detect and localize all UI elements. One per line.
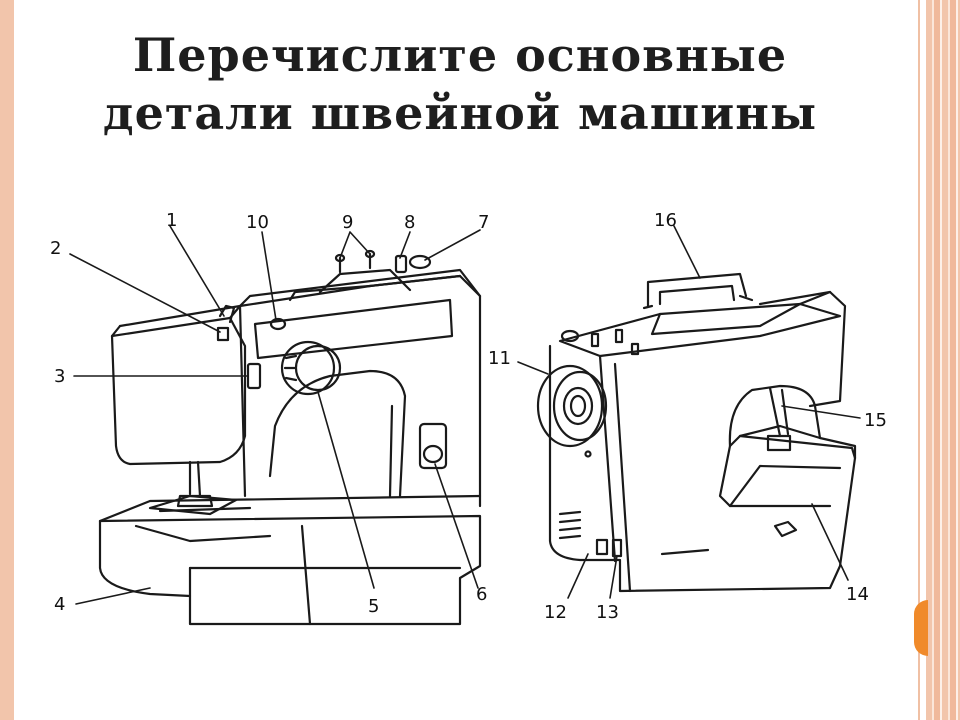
sewing-machine-illustration: 1 2 3 4 5 6 7 8 9 10 11 12 13 14 15 16 xyxy=(50,210,887,626)
callout-13: 13 xyxy=(596,602,619,623)
callout-1: 1 xyxy=(166,210,177,231)
title-line-1: Перечислите основные xyxy=(132,28,788,82)
slide-frame-right xyxy=(926,0,960,720)
slide-frame-divider xyxy=(918,0,920,720)
callout-5: 5 xyxy=(368,596,379,617)
slide-frame-left xyxy=(0,0,14,720)
rear-view-machine xyxy=(536,272,857,593)
callout-4: 4 xyxy=(54,594,65,615)
sewing-machine-diagram: 1 2 3 4 5 6 7 8 9 10 11 12 13 14 15 16 xyxy=(40,196,910,720)
callout-14: 14 xyxy=(846,584,869,605)
slide-title: Перечислите основные детали швейной маши… xyxy=(20,26,900,142)
callout-8: 8 xyxy=(404,212,415,233)
leader-lines xyxy=(69,225,861,605)
callout-3: 3 xyxy=(54,366,65,387)
callout-6: 6 xyxy=(476,584,487,605)
callout-12: 12 xyxy=(544,602,567,623)
callout-16: 16 xyxy=(654,210,677,231)
callout-11: 11 xyxy=(488,348,511,369)
callout-10: 10 xyxy=(246,212,269,233)
callout-9: 9 xyxy=(342,212,353,233)
callout-15: 15 xyxy=(864,410,887,431)
callout-labels: 1 2 3 4 5 6 7 8 9 10 11 12 13 14 15 16 xyxy=(50,210,887,623)
front-view-machine xyxy=(98,249,482,626)
callout-7: 7 xyxy=(478,212,489,233)
slide-accent-tab xyxy=(914,600,928,656)
callout-2: 2 xyxy=(50,238,61,259)
title-line-2: детали швейной машины xyxy=(102,86,818,140)
